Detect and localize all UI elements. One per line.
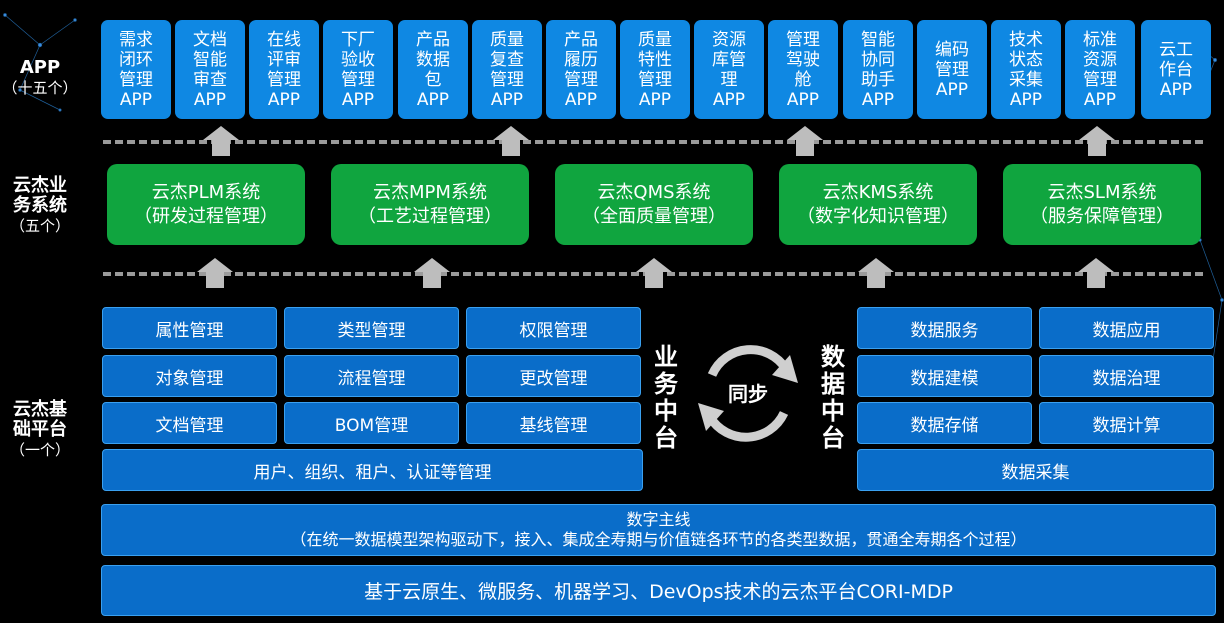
digital-thread-description: （在统一数据模型架构驱动下，接入、集成全寿期与价值链各环节的各类型数据，贯通全寿… xyxy=(290,530,1027,549)
up-arrow-icon xyxy=(414,258,450,288)
up-arrow-icon xyxy=(1078,258,1114,288)
system-box-qms[interactable]: 云杰QMS系统 （全面质量管理） xyxy=(555,164,753,245)
data-module[interactable]: 数据治理 xyxy=(1039,355,1214,397)
system-description: （全面质量管理） xyxy=(582,205,726,227)
up-arrow-icon xyxy=(203,126,239,156)
data-module[interactable]: 数据应用 xyxy=(1039,307,1214,349)
data-module[interactable]: 数据计算 xyxy=(1039,402,1214,444)
sync-label: 同步 xyxy=(728,382,768,406)
business-module[interactable]: 属性管理 xyxy=(102,307,277,349)
app-tile[interactable]: 编码 管理 APP xyxy=(917,20,987,119)
system-box-mpm[interactable]: 云杰MPM系统 （工艺过程管理） xyxy=(331,164,529,245)
business-module[interactable]: 对象管理 xyxy=(102,355,277,397)
up-arrow-icon xyxy=(787,126,823,156)
app-tile[interactable]: 管理 驾驶 舱 APP xyxy=(768,20,838,119)
up-arrow-icon xyxy=(858,258,894,288)
up-arrow-icon xyxy=(493,126,529,156)
app-tile[interactable]: 智能 协同 助手 APP xyxy=(843,20,913,119)
up-arrow-icon xyxy=(197,258,233,288)
system-description: （研发过程管理） xyxy=(134,205,278,227)
up-arrow-icon xyxy=(1079,126,1115,156)
base-layer-label: 云杰基 础平台 （一个） xyxy=(0,400,80,460)
business-layer-count: （五个） xyxy=(9,217,70,235)
system-box-kms[interactable]: 云杰KMS系统 （数字化知识管理） xyxy=(779,164,977,245)
app-layer-label: APP （十五个） xyxy=(0,58,80,98)
base-layer-count: （一个） xyxy=(9,441,70,459)
app-layer-count: （十五个） xyxy=(2,79,78,97)
system-box-slm[interactable]: 云杰SLM系统 （服务保障管理） xyxy=(1003,164,1201,245)
app-tile[interactable]: 产品 数据 包 APP xyxy=(398,20,468,119)
business-layer-label: 云杰业 务系统 （五个） xyxy=(0,176,80,236)
app-row: 需求 闭环 管理 APP 文档 智能 审查 APP 在线 评审 管理 APP 下… xyxy=(101,20,1214,119)
app-tile[interactable]: 需求 闭环 管理 APP xyxy=(101,20,171,119)
base-layer-title-line2: 础平台 xyxy=(13,419,67,440)
business-center-label: 业 务 中 台 xyxy=(654,343,678,452)
data-module[interactable]: 数据存储 xyxy=(857,402,1032,444)
data-center-label: 数 据 中 台 xyxy=(821,343,845,452)
system-box-plm[interactable]: 云杰PLM系统 （研发过程管理） xyxy=(107,164,305,245)
system-description: （服务保障管理） xyxy=(1030,205,1174,227)
app-tile[interactable]: 在线 评审 管理 APP xyxy=(249,20,319,119)
business-module[interactable]: 更改管理 xyxy=(466,355,641,397)
app-layer-title: APP xyxy=(19,57,61,78)
app-tile[interactable]: 产品 履历 管理 APP xyxy=(546,20,616,119)
separator-line xyxy=(103,140,1203,144)
business-module[interactable]: 基线管理 xyxy=(466,402,641,444)
data-module[interactable]: 数据建模 xyxy=(857,355,1032,397)
app-tile[interactable]: 下厂 验收 管理 APP xyxy=(323,20,393,119)
data-module[interactable]: 数据服务 xyxy=(857,307,1032,349)
cloud-platform-label: 基于云原生、微服务、机器学习、DevOps技术的云杰平台CORI-MDP xyxy=(364,581,953,603)
system-name: 云杰KMS系统 xyxy=(822,181,934,203)
digital-thread-bar[interactable]: 数字主线 （在统一数据模型架构驱动下，接入、集成全寿期与价值链各环节的各类型数据… xyxy=(101,504,1216,556)
system-description: （数字化知识管理） xyxy=(797,205,959,227)
system-description: （工艺过程管理） xyxy=(358,205,502,227)
business-module[interactable]: 类型管理 xyxy=(284,307,459,349)
business-module[interactable]: 权限管理 xyxy=(466,307,641,349)
system-name: 云杰PLM系统 xyxy=(151,181,261,203)
business-module[interactable]: BOM管理 xyxy=(284,402,459,444)
up-arrow-icon xyxy=(636,258,672,288)
app-tile[interactable]: 云工 作台 APP xyxy=(1141,20,1211,119)
business-module[interactable]: 流程管理 xyxy=(284,355,459,397)
app-tile[interactable]: 资源 库管 理 APP xyxy=(694,20,764,119)
digital-thread-title: 数字主线 xyxy=(626,510,691,529)
app-tile[interactable]: 质量 复查 管理 APP xyxy=(472,20,542,119)
app-tile[interactable]: 质量 特性 管理 APP xyxy=(620,20,690,119)
data-collection-module[interactable]: 数据采集 xyxy=(857,449,1214,491)
sync-cycle-icon xyxy=(698,345,798,442)
app-tile[interactable]: 技术 状态 采集 APP xyxy=(991,20,1061,119)
business-layer-title-line1: 云杰业 xyxy=(13,175,67,196)
system-name: 云杰SLM系统 xyxy=(1047,181,1157,203)
cloud-platform-bar[interactable]: 基于云原生、微服务、机器学习、DevOps技术的云杰平台CORI-MDP xyxy=(101,565,1216,616)
app-tile[interactable]: 标准 资源 管理 APP xyxy=(1065,20,1135,119)
system-name: 云杰MPM系统 xyxy=(373,181,487,203)
system-name: 云杰QMS系统 xyxy=(597,181,711,203)
app-tile[interactable]: 文档 智能 审查 APP xyxy=(175,20,245,119)
base-layer-title-line1: 云杰基 xyxy=(13,399,67,420)
business-layer-title-line2: 务系统 xyxy=(13,195,67,216)
business-user-management[interactable]: 用户、组织、租户、认证等管理 xyxy=(102,449,643,491)
business-module[interactable]: 文档管理 xyxy=(102,402,277,444)
